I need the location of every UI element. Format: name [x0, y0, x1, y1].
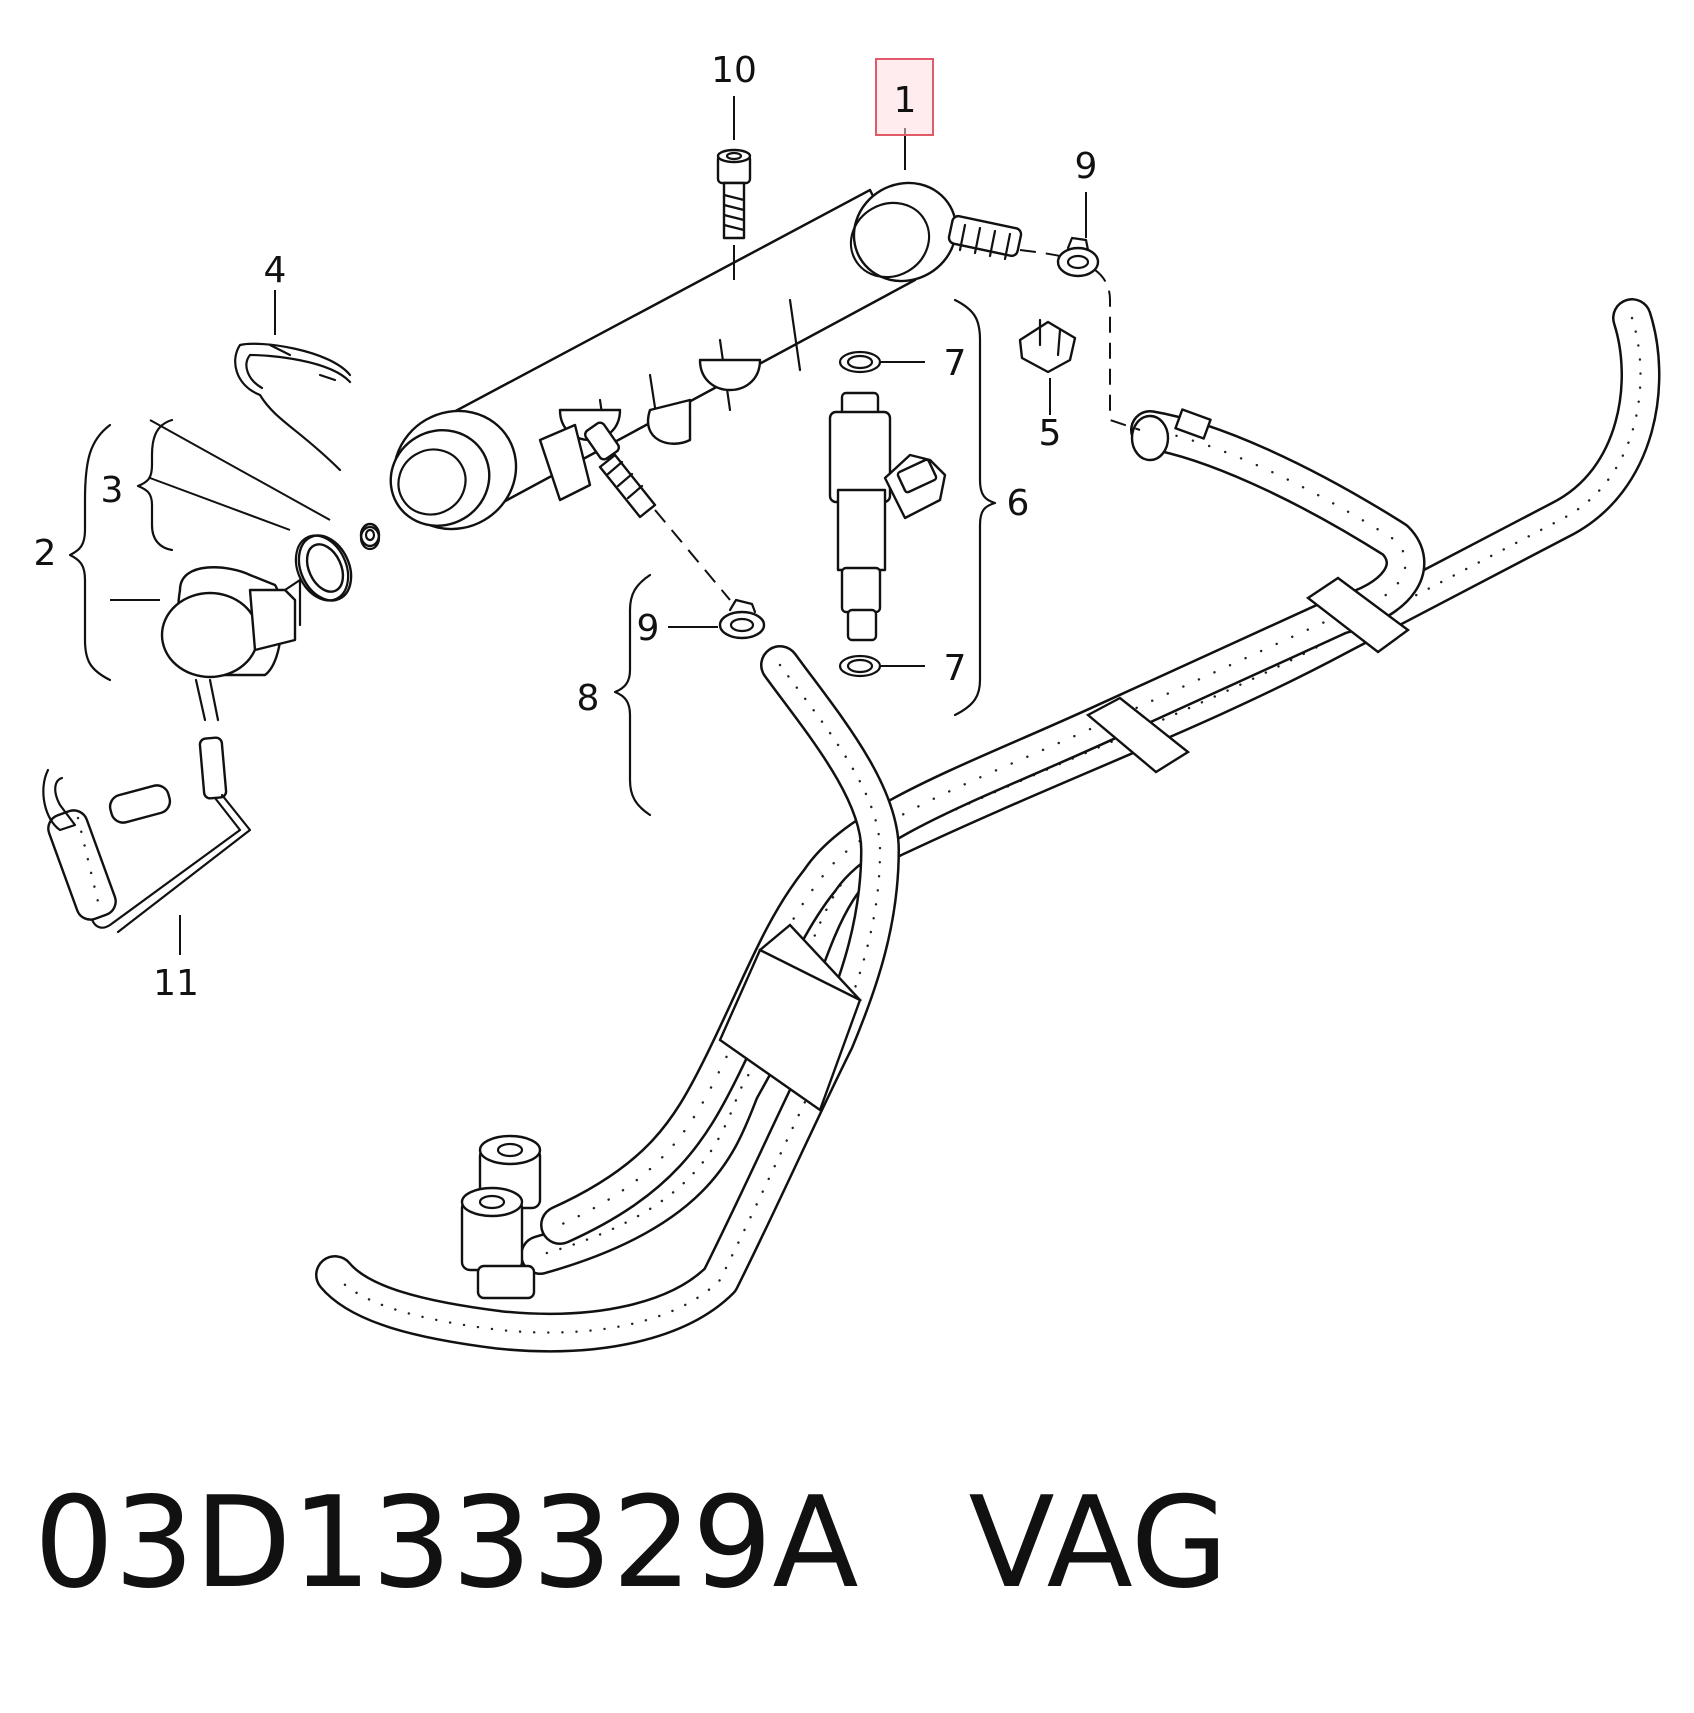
callout-1-highlight: [875, 58, 934, 136]
holder-bracket: [1018, 318, 1077, 415]
hose-clamp-upper: [1056, 192, 1100, 278]
fuel-injector: [828, 350, 947, 678]
brace-6: [953, 298, 997, 717]
callout-9-lower[interactable]: 9: [637, 608, 660, 649]
callout-2[interactable]: 2: [34, 533, 57, 574]
hose-sleeve: [1305, 576, 1411, 654]
callout-6[interactable]: 6: [1007, 483, 1030, 524]
hose-end-connector: [460, 1134, 542, 1300]
callout-7-lower[interactable]: 7: [944, 648, 967, 689]
hose-band-clamp: [1174, 408, 1212, 440]
callout-7-upper[interactable]: 7: [944, 343, 967, 384]
mounting-bolt: [716, 96, 752, 280]
part-number: 03D133329A: [34, 1469, 859, 1616]
pressure-regulator: [110, 419, 381, 800]
fuel-rail: [389, 181, 1023, 531]
callout-5[interactable]: 5: [1039, 413, 1062, 454]
fuel-hose-assembly: [315, 298, 1661, 1353]
brace-8: [613, 573, 652, 817]
callout-10[interactable]: 10: [711, 50, 757, 91]
hose-sleeve: [718, 948, 862, 1112]
hose-sleeve: [1085, 696, 1191, 774]
callout-11[interactable]: 11: [153, 963, 199, 1004]
brace-3: [136, 418, 174, 552]
callout-8[interactable]: 8: [577, 678, 600, 719]
callout-9-upper[interactable]: 9: [1075, 146, 1098, 187]
callout-1[interactable]: 1: [894, 80, 917, 121]
retaining-clip: [234, 290, 352, 472]
brand-name: VAG: [968, 1469, 1229, 1616]
o-ring-small: [359, 525, 381, 551]
brace-2: [68, 423, 112, 682]
vacuum-line: [42, 768, 252, 955]
callout-3[interactable]: 3: [101, 470, 124, 511]
hose-clamp-lower: [668, 598, 766, 640]
callout-4[interactable]: 4: [264, 250, 287, 291]
o-ring-large: [294, 534, 350, 602]
